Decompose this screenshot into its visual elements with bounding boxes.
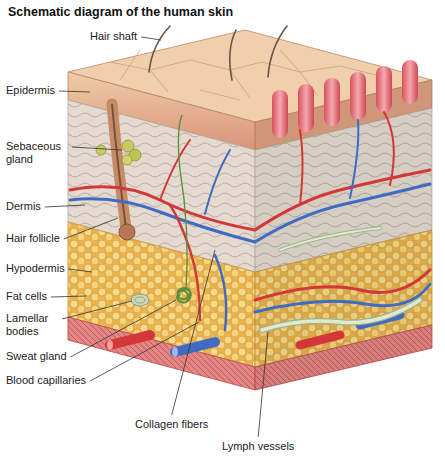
dermal-papillae bbox=[272, 60, 418, 138]
part-label: Hair follicle bbox=[6, 232, 60, 245]
hair-shaft bbox=[149, 26, 287, 80]
part-label: Sebaceous gland bbox=[6, 140, 68, 166]
part-label: Fat cells bbox=[6, 290, 47, 303]
side-face bbox=[255, 80, 432, 390]
part-label: Collagen fibers bbox=[135, 418, 208, 431]
lamellar-body bbox=[131, 294, 149, 306]
part-label: Epidermis bbox=[6, 84, 55, 97]
part-label: Sweat gland bbox=[6, 350, 67, 363]
part-label: Lymph vessels bbox=[222, 440, 294, 453]
part-label: Hair shaft bbox=[90, 30, 137, 43]
front-face bbox=[68, 72, 255, 390]
lymph-vessels bbox=[262, 228, 420, 330]
blood-vessels bbox=[70, 112, 430, 330]
sweat-gland bbox=[177, 115, 191, 302]
part-label: Lamellar bodies bbox=[6, 312, 58, 338]
diagram-title: Schematic diagram of the human skin bbox=[8, 5, 233, 19]
part-label: Hypodermis bbox=[6, 262, 65, 275]
hair-follicle bbox=[112, 104, 135, 240]
sebaceous-gland bbox=[96, 140, 141, 165]
part-label: Blood capillaries bbox=[6, 374, 86, 387]
part-label: Dermis bbox=[6, 200, 41, 213]
